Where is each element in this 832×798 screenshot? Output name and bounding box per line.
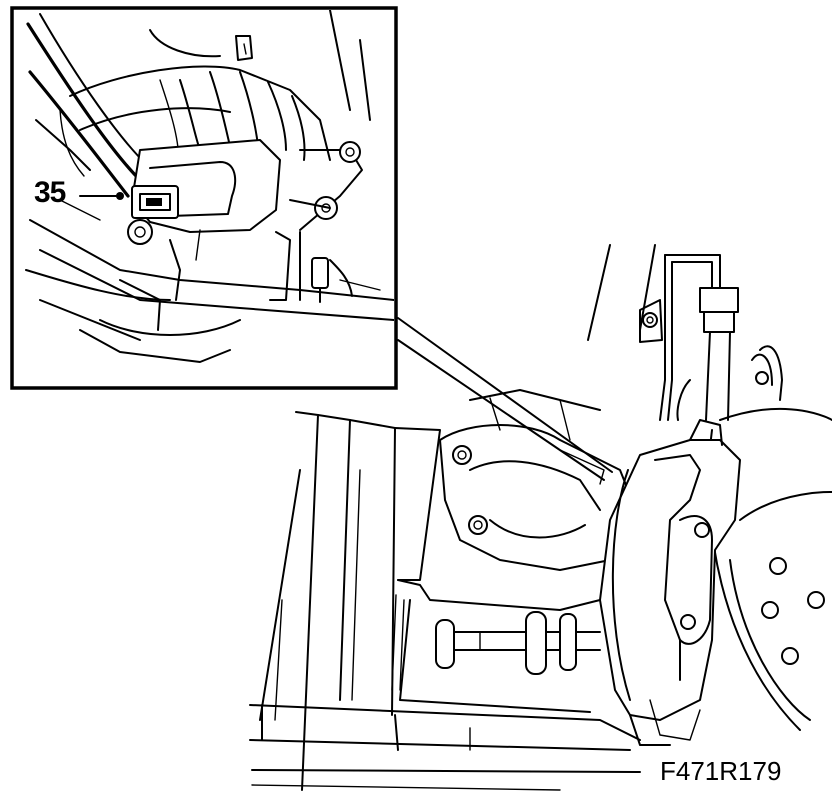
brake-hose [639, 254, 783, 421]
brake-caliper [599, 419, 741, 746]
detail-inset [10, 6, 398, 390]
suspension-structure [249, 244, 656, 791]
detail-leader [397, 317, 613, 485]
callout-number: 35 [34, 176, 66, 209]
figure-code: F471R179 [660, 756, 782, 786]
